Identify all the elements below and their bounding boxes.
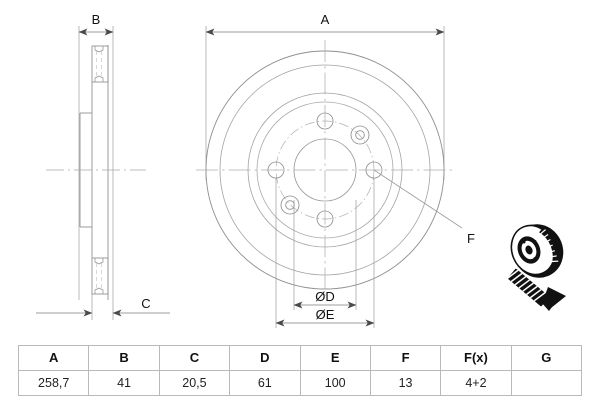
table-header-e: E	[299, 345, 371, 371]
specification-table: A B C D E F F(x) G 258,7 41 20,5 61 100	[17, 345, 583, 396]
dimension-label-d: ØD	[315, 289, 335, 304]
f-leader-line	[373, 169, 463, 229]
screw-hole-lower-left-outer	[280, 195, 300, 215]
table-header-f: F	[369, 345, 442, 371]
screw-hole-upper-right-inner	[355, 130, 365, 140]
table-cell-g	[510, 370, 583, 396]
table-cell-b: 41	[88, 370, 160, 396]
table-cell-c: 20,5	[158, 370, 231, 396]
specification-table-wrapper: A B C D E F F(x) G 258,7 41 20,5 61 100	[17, 345, 583, 396]
table-header-fx: F(x)	[440, 345, 512, 371]
countersunk-screw-icon	[506, 268, 566, 311]
dimension-label-e: ØE	[316, 307, 335, 322]
table-cell-f: 13	[369, 370, 442, 396]
screw-hole-upper-right-outer	[350, 125, 370, 145]
table-cell-d: 61	[229, 370, 301, 396]
front-circular-view	[196, 26, 463, 328]
vented-brake-disc-icon	[510, 224, 564, 278]
table-row: 258,7 41 20,5 61 100 13 4+2	[17, 370, 583, 396]
table-header-c: C	[158, 345, 231, 371]
side-profile-view	[36, 26, 170, 320]
dimension-label-a: A	[321, 12, 330, 27]
dimension-label-c: C	[141, 296, 150, 311]
table-cell-a: 258,7	[17, 370, 90, 396]
table-header-g: G	[510, 345, 583, 371]
table-header-row: A B C D E F F(x) G	[17, 345, 583, 371]
vented-ring-top	[91, 45, 109, 83]
table-header-d: D	[229, 345, 301, 371]
vented-ring-bottom	[91, 257, 109, 295]
table-header-b: B	[88, 345, 160, 371]
table-header-a: A	[17, 345, 90, 371]
dimension-label-b: B	[92, 12, 101, 27]
dimension-label-f: F	[467, 231, 475, 246]
locating-screw-holes	[280, 125, 370, 215]
table-cell-e: 100	[299, 370, 371, 396]
table-cell-fx: 4+2	[440, 370, 512, 396]
screw-hole-lower-left-inner	[285, 200, 295, 210]
